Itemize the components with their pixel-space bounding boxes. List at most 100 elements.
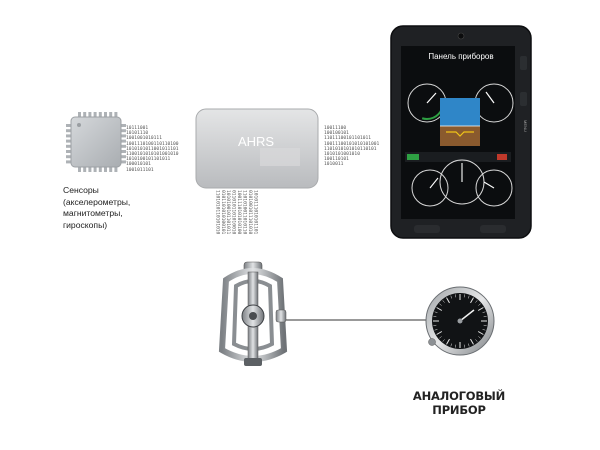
bit-row: 100110101 — [324, 157, 349, 163]
tablet-camera — [457, 32, 465, 40]
bit-row: 10011100 — [324, 126, 347, 131]
chip-pin — [120, 160, 126, 164]
vsi-needle — [483, 181, 495, 189]
chip-pin — [78, 112, 81, 118]
tablet-side-label: MENU — [523, 120, 528, 132]
chip-pin — [98, 112, 102, 118]
gauge-tick — [446, 338, 450, 345]
sensor-chip — [66, 112, 126, 172]
aircraft-symbol — [446, 131, 474, 137]
gauge-tick — [439, 303, 442, 306]
bit-row: 1010101011001011101 — [126, 146, 179, 152]
side-button-bottom[interactable] — [520, 92, 527, 106]
bit-row: 1101010101010110101 — [324, 146, 377, 152]
tablet-button-right[interactable] — [480, 225, 506, 233]
gauge-tick — [455, 294, 457, 298]
chip-pin — [78, 166, 81, 172]
chip-pin — [98, 166, 102, 172]
gauge-tick — [433, 324, 437, 326]
sensors-label: Сенсоры (акселерометры, магнитометры, ги… — [63, 185, 173, 231]
ahrs-box — [195, 108, 319, 189]
indicator-right — [497, 154, 507, 160]
chip-pin — [93, 112, 97, 118]
bit-row: 1101010110101010 — [214, 190, 220, 235]
tablet-instruments — [405, 83, 514, 207]
chip-pin — [120, 155, 126, 159]
gauge-tick — [450, 295, 453, 299]
bit-row: 1100101010101001010 — [126, 152, 179, 158]
gauge-tick — [470, 338, 474, 345]
sensors-label-line: (акселерометры, — [63, 196, 131, 207]
sensors-label-line: гироскопы) — [63, 219, 108, 230]
gauge-tick — [477, 331, 484, 335]
chip-pin — [66, 124, 72, 127]
tablet-button-left[interactable] — [414, 225, 440, 233]
gauge-tick — [433, 316, 437, 318]
bit-row: 1010111010101101 — [252, 190, 258, 235]
gauge-tick — [483, 324, 487, 326]
tape-strip — [405, 152, 511, 162]
chip-pins — [66, 112, 126, 172]
bit-row: 0110101101010010 — [230, 190, 236, 235]
heading-gauge-left — [411, 169, 449, 207]
airspeed-needle — [426, 92, 437, 104]
gauge-tick — [470, 297, 474, 304]
bit-row: 1001110100110110100 — [126, 141, 179, 147]
gauge-tick — [436, 307, 443, 311]
bit-row: 1010100101101011 — [126, 157, 171, 163]
chip-pin — [83, 112, 87, 118]
gauge-tick — [475, 300, 478, 303]
gauge-tick — [483, 316, 487, 318]
chip-pin — [109, 166, 113, 172]
bit-row: 10101110 — [126, 131, 149, 137]
ahrs-title: AHRS — [237, 134, 275, 149]
gauge-tick — [446, 297, 450, 304]
altimeter-needle — [485, 91, 495, 104]
gauge-tick — [478, 303, 481, 306]
bit-row: 0101001011101010 — [246, 190, 252, 235]
bit-row: 1010100101101011 — [225, 190, 231, 235]
gauge-tick — [467, 343, 470, 347]
gauge-tick — [463, 294, 465, 298]
gauge-ticks — [433, 294, 487, 348]
chip-pin — [120, 150, 126, 153]
heading-needle-left — [429, 177, 439, 189]
analog-label-line: АНАЛОГОВЫЙ — [412, 389, 506, 403]
chip-body — [70, 116, 122, 168]
gyro-inner-gimbal — [231, 279, 275, 351]
gauge-tick — [478, 336, 481, 339]
gauge-tick — [442, 300, 445, 303]
gyro-hub — [249, 312, 257, 320]
chip-pin — [66, 155, 72, 159]
chip-pin — [66, 160, 72, 164]
gauge-tick — [434, 328, 438, 331]
gauge-tick — [482, 328, 486, 331]
gauge-tick — [463, 344, 465, 348]
gauge-tick — [467, 295, 470, 299]
bit-row: 1001110101010100 — [236, 190, 242, 235]
gauge-tick — [455, 344, 457, 348]
gauge-knob[interactable] — [428, 338, 436, 346]
chip-pin — [66, 129, 72, 133]
side-button-top[interactable] — [520, 56, 527, 70]
bit-row: 1101010011010110 — [241, 190, 247, 235]
chip-pin — [120, 134, 126, 138]
bit-row: 0101101010100101 — [219, 190, 225, 235]
tablet: MENU — [390, 25, 532, 239]
chip-pin — [66, 144, 72, 148]
gauge-tick — [439, 336, 442, 339]
analog-gauge — [425, 286, 495, 356]
sensors-label-line: Сенсоры — [63, 185, 99, 195]
chip-pin — [120, 139, 126, 143]
sensors-label-line: магнитометры, — [63, 208, 123, 218]
chip-pin — [66, 150, 72, 153]
gyro-side-bearing — [275, 309, 287, 323]
chip-pin1-dot — [77, 123, 81, 127]
bit-row: 10011100101010101001 — [324, 141, 380, 147]
chip-pin — [88, 112, 92, 118]
bit-row: 10111001 — [126, 126, 149, 131]
gauge-needle — [459, 309, 475, 322]
